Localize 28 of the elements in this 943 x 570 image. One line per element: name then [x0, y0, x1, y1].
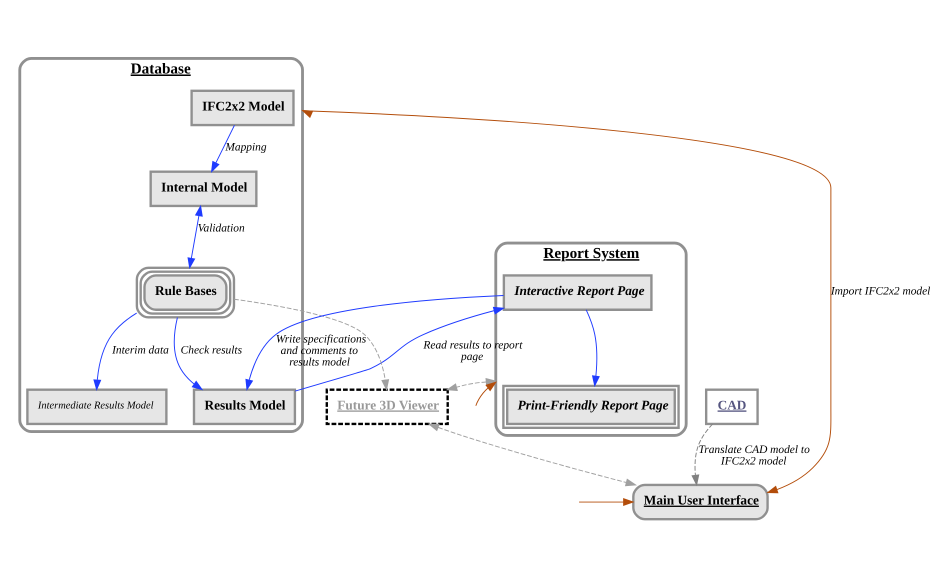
node-box: Results Model — [192, 388, 296, 426]
arrow — [245, 294, 504, 391]
node-box: CAD — [704, 388, 759, 426]
arrow — [301, 110, 832, 494]
node-box: Rule Bases — [136, 266, 236, 319]
arrow — [428, 424, 637, 486]
node-box: Main User Interface — [632, 484, 769, 520]
node-box: IFC2x2 Model — [190, 90, 295, 126]
edge-label: Mapping — [225, 141, 267, 154]
node-box: Print-Friendly Report Page — [502, 384, 680, 429]
arrow — [187, 204, 203, 270]
arrow — [234, 298, 390, 391]
edge-label: Interim data — [112, 344, 169, 357]
edge-label: Validation — [198, 222, 245, 234]
arrow — [210, 124, 235, 173]
arrow — [691, 424, 714, 486]
node-box: Intermediate Results Model — [26, 388, 168, 426]
node-box: Interactive Report Page — [502, 274, 653, 311]
node-box: Internal Model — [149, 170, 258, 208]
arrow — [93, 312, 138, 392]
arrow — [174, 317, 204, 390]
edge-label: Translate CAD model to IFC2x2 model — [698, 444, 810, 468]
arrow — [586, 309, 600, 388]
arrow — [294, 306, 505, 392]
arrow — [578, 498, 635, 506]
edge-label: Check results — [180, 344, 242, 357]
edge-label: Read results to report page — [423, 339, 522, 363]
node-box: Future 3D Viewer — [326, 388, 449, 426]
